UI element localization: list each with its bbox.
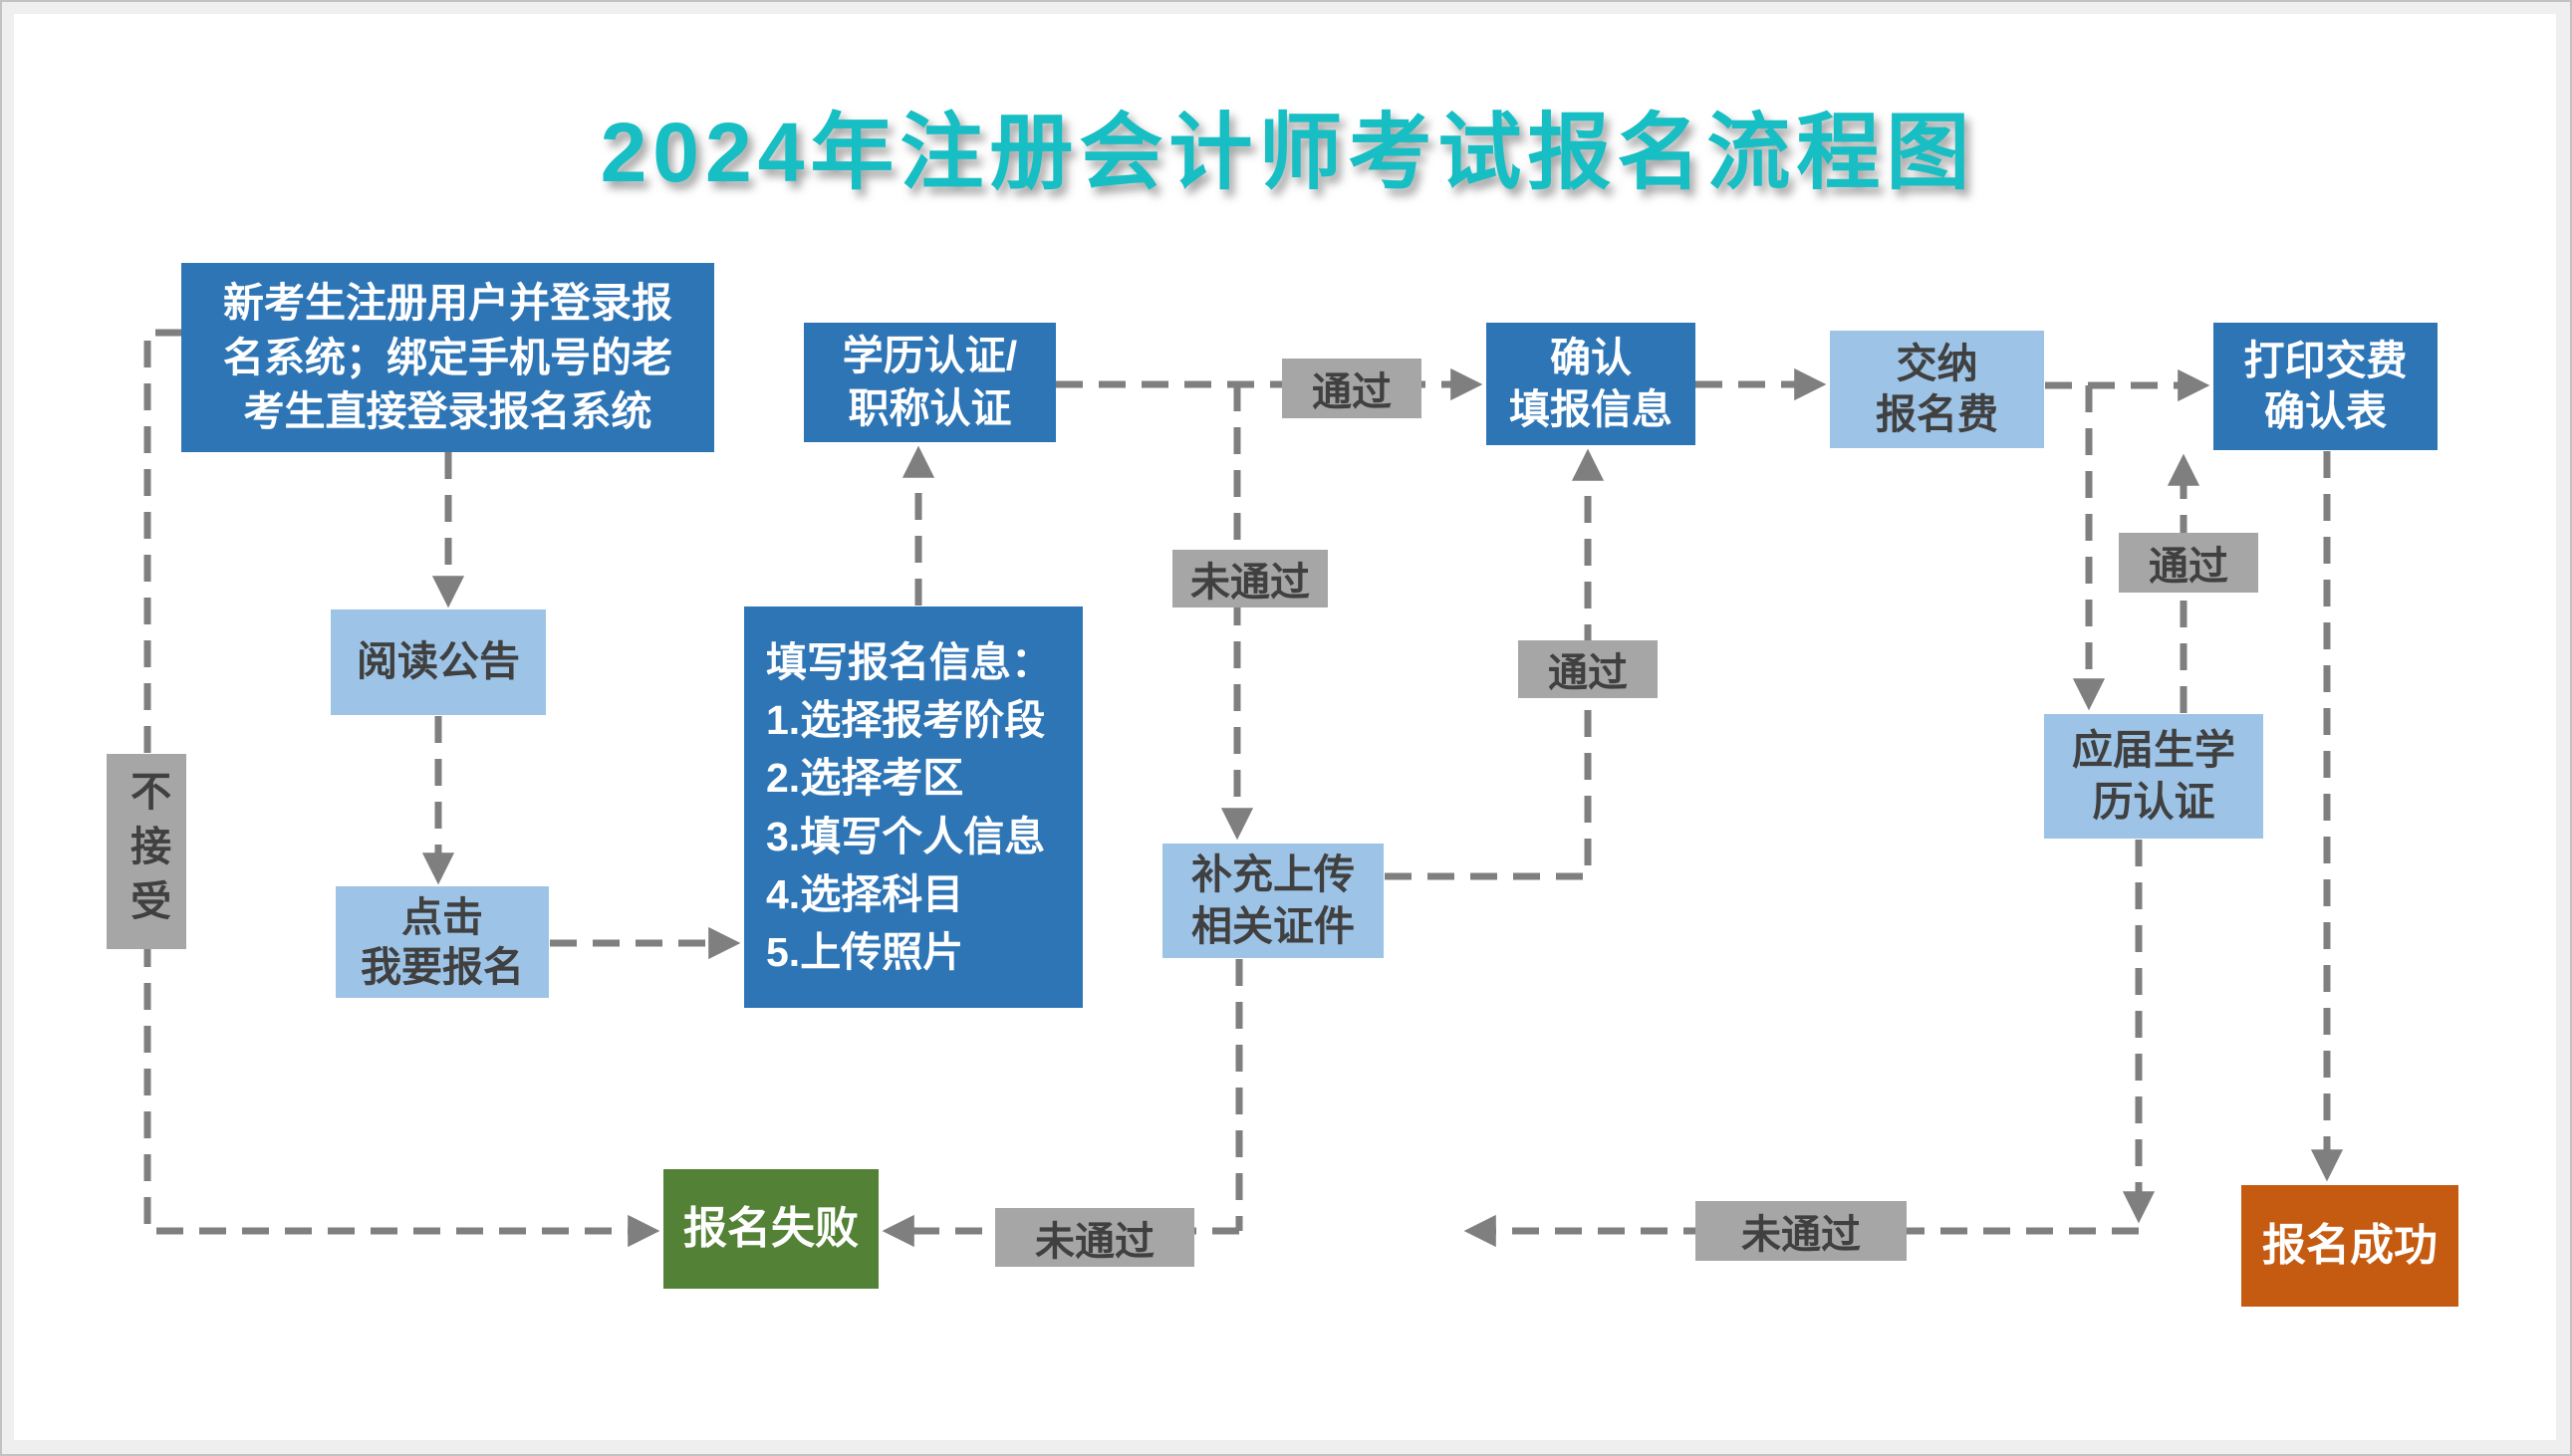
flow-node-confirm-info: 确认 填报信息 (1486, 323, 1695, 445)
edge-label-not-pass-bottom-left: 未通过 (995, 1208, 1194, 1267)
page-title: 2024年注册会计师考试报名流程图 (600, 106, 1976, 199)
flow-node-fresh-grad-auth: 应届生学 历认证 (2044, 714, 2263, 839)
flow-node-fill-info: 填写报名信息： 1.选择报考阶段 2.选择考区 3.填写个人信息 4.选择科目 … (744, 607, 1083, 1008)
edge-label-not-pass-bottom-right: 未通过 (1695, 1201, 1907, 1261)
connector-notaccept-to-fail (143, 329, 660, 1248)
connector-supplement-to-confirm (1385, 448, 1605, 880)
flow-node-pay-fee: 交纳 报名费 (1830, 331, 2044, 448)
flow-node-register-success: 报名成功 (2241, 1185, 2458, 1307)
edge-label-pass-mid: 通过 (1518, 640, 1658, 698)
flow-node-register-fail: 报名失败 (663, 1169, 879, 1289)
edge-label-pass-right: 通过 (2119, 533, 2258, 593)
flow-node-not-accept: 不接受 (107, 754, 186, 949)
flow-node-register-login: 新考生注册用户并登录报 名系统；绑定手机号的老 考生直接登录报名系统 (181, 263, 714, 452)
edge-label-pass-top: 通过 (1282, 359, 1421, 418)
flow-node-education-auth: 学历认证/ 职称认证 (804, 323, 1056, 442)
flow-node-supplement-upload: 补充上传 相关证件 (1162, 844, 1384, 958)
edge-label-not-pass-mid: 未通过 (1172, 550, 1328, 607)
flow-node-read-notice: 阅读公告 (331, 609, 546, 715)
flow-node-click-apply: 点击 我要报名 (336, 886, 549, 998)
flow-node-print-confirm: 打印交费 确认表 (2213, 323, 2438, 450)
